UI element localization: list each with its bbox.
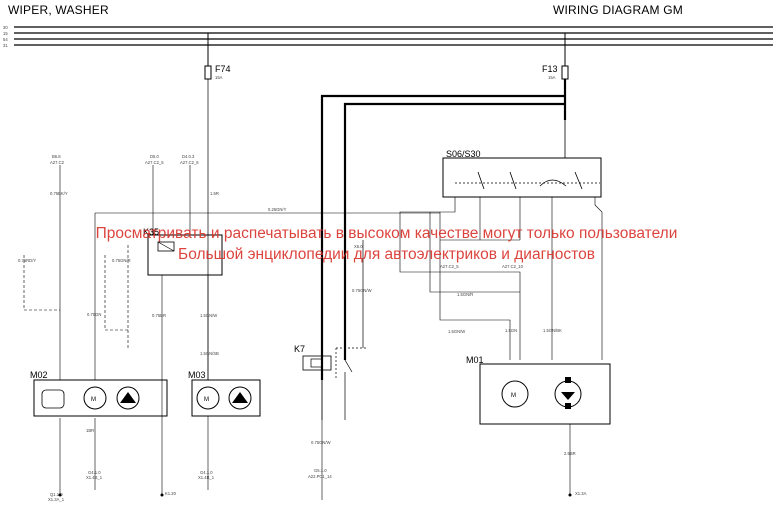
bus-label-54: 54 [3, 37, 8, 42]
wire-15gnsb: 1.5GN/SB [200, 351, 219, 356]
label-x65: X6.0 [354, 244, 363, 249]
bottom-g2: G4.1.0 [200, 470, 213, 475]
switch-contacts [455, 120, 600, 190]
bottom-g1b: X1.4B_1 [86, 475, 103, 480]
left-wires [23, 165, 129, 495]
wire-075gn: 0.75GN [87, 312, 101, 317]
top-label-b2: A27.C2_5 [145, 160, 164, 165]
top-label-a2: A27.C2 [50, 160, 65, 165]
watermark-line-2: Большой энциклопедии для автоэлектриков … [178, 246, 595, 263]
thick-supply-lines [320, 94, 565, 380]
wire-25br: 2.5BR [564, 451, 576, 456]
wire-075br: 0.75BR [152, 313, 166, 318]
diagram-source-title: WIRING DIAGRAM GM [552, 3, 683, 17]
diagram-title: WIPER, WASHER [8, 3, 109, 17]
k7-contacts [321, 240, 368, 420]
wire-075gnr: 0.75GN/R [112, 258, 131, 263]
bottom-q1: Q1.1.0 [50, 492, 63, 497]
relay-k7-label: K7 [294, 344, 305, 354]
ground-points [58, 493, 572, 497]
motor-m01-label: M01 [466, 355, 484, 365]
label-a27a: A27.C2_5 [440, 264, 459, 269]
wire-15gn: 1.5GN [505, 328, 517, 333]
wire-15gnr: 1.5GN/R [457, 292, 473, 297]
bottom-x1: X1.3A [575, 491, 587, 496]
motor-m01-symbol [501, 380, 529, 408]
bottom-k7b: A22.PC1_14 [308, 474, 332, 479]
fuse-f13-rating: 15A [548, 75, 556, 80]
wire-15r: 1.5R [210, 191, 219, 196]
wire-075bk: 0.75BK/Y [50, 191, 68, 196]
top-label-c: D4.0.3 [182, 154, 195, 159]
k35-wires [152, 165, 209, 495]
switch-output-wires [399, 197, 603, 360]
motor-m03-box [191, 379, 261, 417]
wire-15gnw-k35: 1.5GN/W [200, 313, 217, 318]
fuse-f74-rating: 15A [215, 75, 223, 80]
relay-k7-coil [302, 355, 332, 371]
bottom-q1b: X1.3A_1 [48, 497, 65, 502]
motor-m02-symbol [83, 386, 107, 410]
wire-025gny: 0.25GN/Y [268, 207, 287, 212]
motor-m02-label: M02 [30, 370, 48, 380]
bottom-k1: K1.20 [165, 491, 177, 496]
svg-text:M: M [91, 397, 96, 403]
wire-1br: 1BR [86, 428, 94, 433]
top-label-b: D5.0 [150, 154, 160, 159]
fuse-f13-label: F13 [542, 64, 558, 74]
watermark-line-1: Просматривать и распечатывать в высоком … [95, 225, 678, 242]
fuse-f13 [561, 33, 569, 120]
fuse-f74-label: F74 [215, 64, 231, 74]
relay-k35-label: K35 [143, 227, 159, 237]
power-bus [14, 26, 773, 46]
top-label-a: B6.8 [52, 154, 61, 159]
wire-15gnbk: 1.5GN/BK [543, 328, 562, 333]
relay-k35-box [147, 234, 223, 276]
svg-text:M: M [204, 397, 209, 403]
motor-m03-label: M03 [188, 370, 206, 380]
wire-075gnw-k7: 0.75GN/W [311, 440, 331, 445]
bus-labels: 30 15 54 31 [3, 25, 8, 48]
switch-s06-box [442, 157, 602, 198]
wire-15gnw: 1.5GN/W [448, 329, 465, 334]
top-label-c2: A27.C2_6 [180, 160, 199, 165]
switch-s06-label: S06/S30 [446, 149, 481, 159]
bottom-g2b: X1.4B_1 [198, 475, 215, 480]
bottom-k7: G5.1.0 [314, 468, 327, 473]
motor-m01-box [479, 363, 611, 425]
svg-text:M: M [511, 393, 516, 399]
bus-label-30: 30 [3, 25, 8, 30]
wire-075gnw: 0.75GN/W [352, 288, 372, 293]
label-a27b: A27.C2_10 [502, 264, 524, 269]
bottom-g1: G4.1.0 [88, 470, 101, 475]
motor-m02-box [33, 379, 168, 417]
bus-label-15: 15 [3, 31, 8, 36]
wire-075rd: 0.75RD/Y [18, 258, 36, 263]
bus-label-31: 31 [3, 43, 8, 48]
motor-m03-symbol [196, 386, 220, 410]
